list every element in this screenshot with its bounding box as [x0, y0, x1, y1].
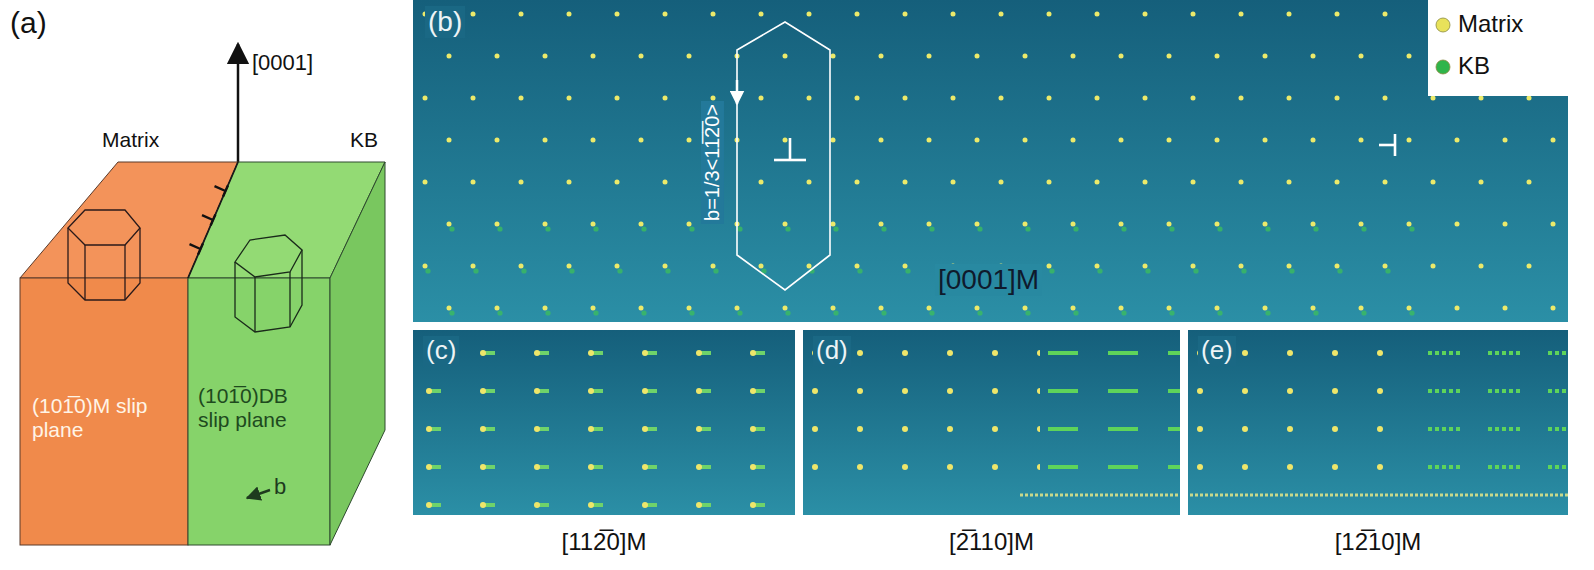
dislocation-stem — [789, 138, 792, 160]
zone-axis: [2̅110]M — [803, 528, 1180, 556]
legend-swatch — [1436, 60, 1450, 74]
boundary-row — [1020, 494, 1180, 497]
panel-label: (c) — [423, 336, 459, 366]
hcp-side — [235, 250, 302, 332]
slip-plane-label: (101̅0)DB slip plane — [198, 384, 324, 432]
boundary-row — [1190, 494, 1568, 497]
panel-label: (d) — [813, 336, 851, 366]
axis-arrow — [237, 44, 240, 162]
region-label: Matrix — [102, 128, 159, 152]
hcp-edge — [289, 272, 290, 327]
matrix-columns — [803, 350, 1040, 480]
dislocation-line — [1379, 144, 1395, 147]
kb-columns — [1420, 350, 1568, 480]
kink-boundary — [188, 162, 238, 278]
hcp-edge — [254, 277, 255, 332]
burgers-vector: b — [274, 474, 286, 499]
matrix-columns — [1188, 350, 1420, 480]
kb-hcp-cell — [235, 235, 302, 332]
dislocation-symbol — [774, 138, 806, 160]
zone-axis: [12̅10]M — [1188, 528, 1568, 556]
hrtem-panel — [803, 330, 1180, 515]
hrtem-panel: (c)[112̅0]M — [413, 330, 795, 515]
burgers-circuit — [737, 22, 830, 290]
dislocation-stem — [215, 186, 226, 191]
hcp-top — [68, 210, 140, 245]
kb-block: (101̅0)DB slip plane b — [188, 278, 330, 545]
dislocation-line — [774, 159, 806, 162]
matrix-atoms — [413, 0, 1428, 322]
hrtem-panel: (e)[12̅10]M — [1188, 330, 1568, 515]
hrtem-panel: (d)[2̅110]M — [803, 330, 1180, 515]
dislocation-symbol — [1379, 134, 1395, 156]
legend-text: Matrix — [1458, 10, 1523, 38]
hcp-edge — [124, 245, 125, 300]
legend-swatch-holder — [1434, 16, 1452, 34]
hcp-edge — [84, 245, 85, 300]
matrix-block: (101̅0)M slip plane — [20, 278, 188, 545]
hcp-top — [235, 235, 302, 277]
kb-front-face — [188, 278, 330, 545]
zone-axis: [112̅0]M — [413, 528, 795, 556]
legend-swatch-holder — [1434, 58, 1452, 76]
panel-label: (a) — [10, 6, 47, 41]
dislocation-stem — [190, 244, 201, 249]
legend: MatrixKB — [1428, 0, 1594, 96]
hrtem-panel — [413, 330, 795, 515]
slip-plane-label: (101̅0)M slip plane — [32, 394, 180, 442]
hrtem-panel: (b) b=1/3<11̅2̅0> [0001]M — [413, 0, 1568, 322]
region-label: KB — [350, 128, 378, 152]
panel-label: (b) — [425, 6, 465, 38]
burgers-arrow — [736, 80, 739, 104]
kb-columns — [1040, 350, 1180, 480]
dislocation-stem — [202, 215, 213, 220]
zone-axis: [0001]M — [935, 264, 1042, 296]
legend-swatch — [1436, 18, 1450, 32]
legend-text: KB — [1458, 52, 1490, 80]
kb-side-face — [330, 162, 385, 545]
matrix-hcp-cell — [68, 210, 140, 300]
dislocation-array — [190, 186, 228, 255]
matrix-atoms — [1428, 96, 1568, 322]
matrix-front-face — [20, 278, 188, 545]
hcp-side — [68, 228, 140, 300]
axis-label: [0001] — [252, 50, 313, 75]
hrtem-panel — [1188, 330, 1568, 515]
hrtem-panel — [413, 0, 1568, 322]
burgers-vector: b=1/3<11̅2̅0> — [700, 101, 723, 224]
burgers-arrow — [247, 490, 270, 498]
atom-columns — [413, 350, 795, 515]
panel-label: (e) — [1198, 336, 1236, 366]
